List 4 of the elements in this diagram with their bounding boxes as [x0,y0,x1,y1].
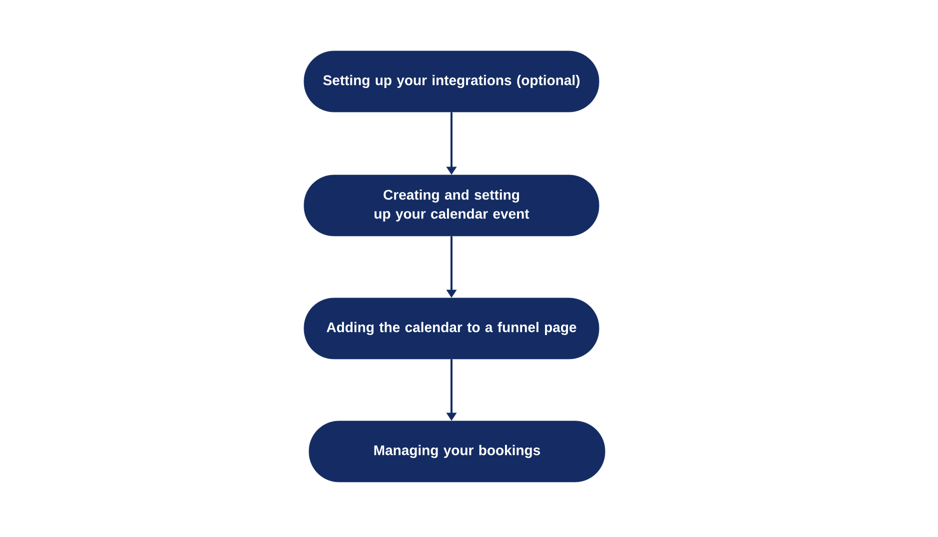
process-box: Adding the calendar to a funnel page [304,298,600,360]
process-box: Setting up your integrations (optional) [304,50,600,112]
process-box: Creating and setting up your calendar event [304,174,600,236]
process-box: Managing your bookings [308,420,606,482]
